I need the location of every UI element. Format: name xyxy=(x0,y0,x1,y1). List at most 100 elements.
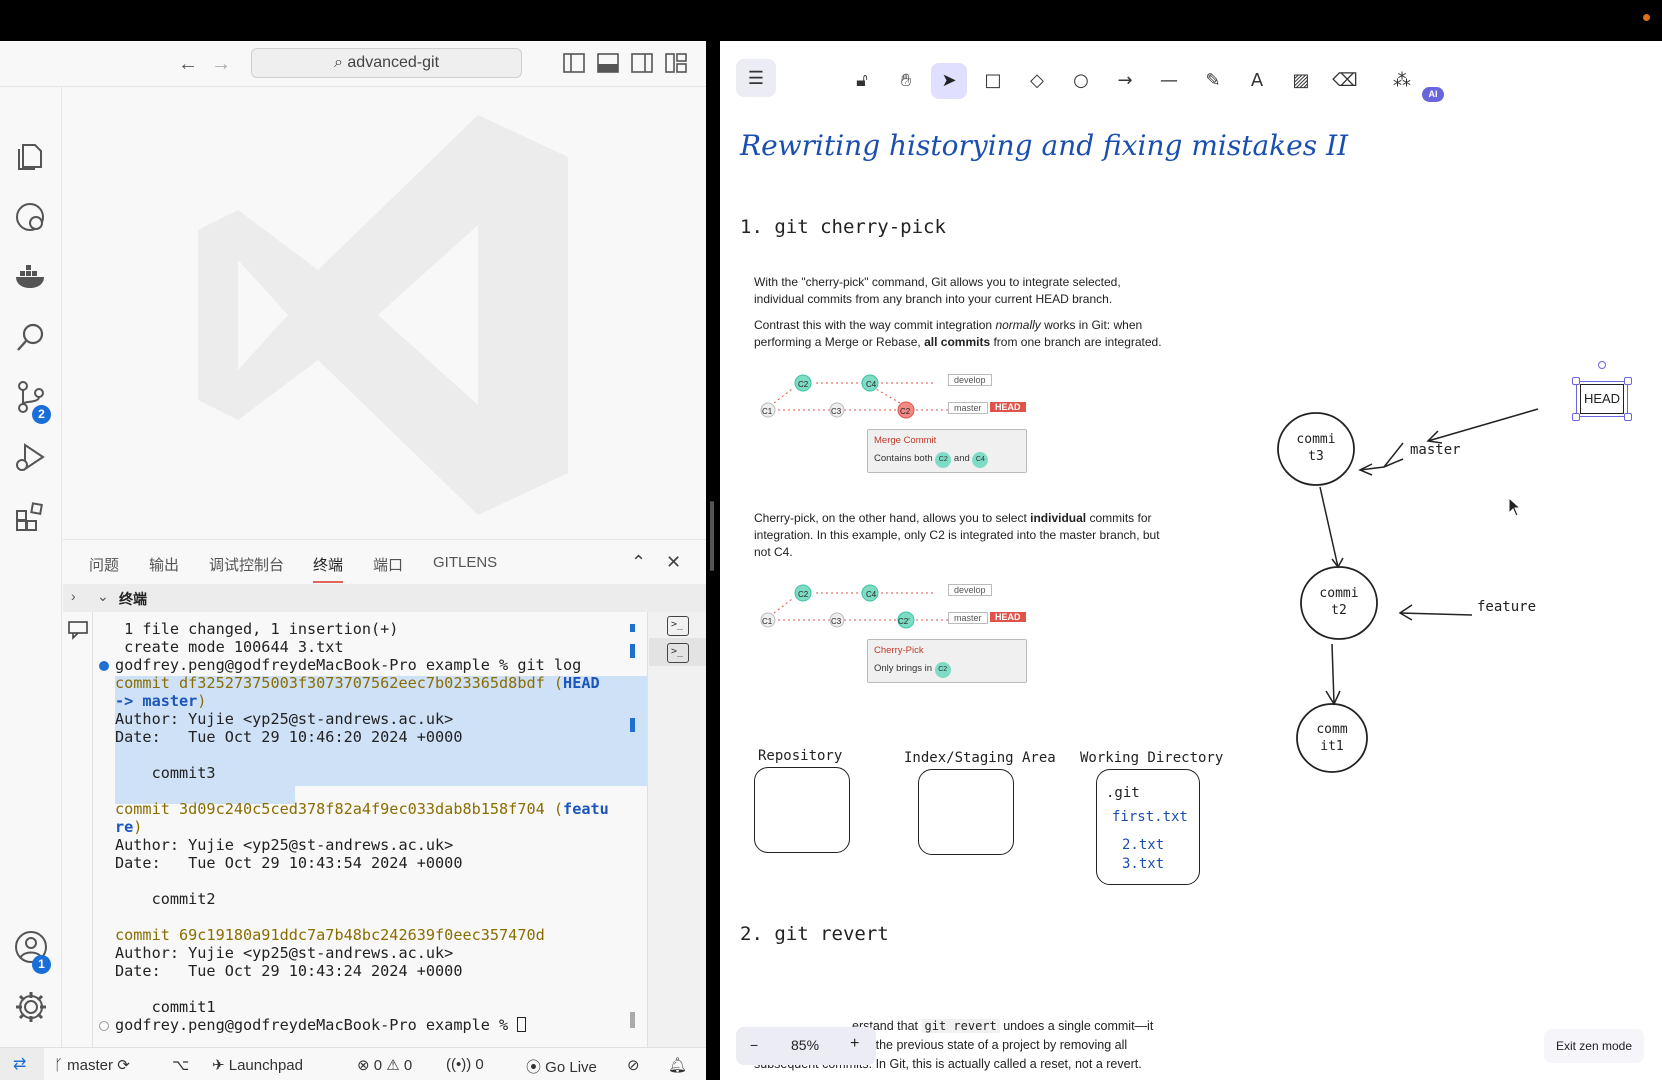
accounts-icon[interactable] xyxy=(13,929,49,965)
tab-gitlens[interactable]: GITLENS xyxy=(433,554,498,571)
index-staging-label[interactable]: Index/Staging Area xyxy=(904,750,1056,766)
resize-handle[interactable] xyxy=(1572,413,1580,421)
notifications-bell-icon[interactable]: 🔔︎ xyxy=(668,1057,688,1074)
head-pointer-box[interactable]: HEAD xyxy=(1580,384,1624,414)
text-tool-icon[interactable]: A xyxy=(1250,70,1264,91)
tab-ports[interactable]: 端口 xyxy=(373,557,404,574)
resize-handle[interactable] xyxy=(1624,413,1632,421)
zoom-level[interactable]: 85% xyxy=(791,1037,820,1053)
maximize-panel-icon[interactable]: ⌃ xyxy=(631,552,647,572)
toggle-secondary-sidebar-icon[interactable] xyxy=(631,53,653,73)
paragraph-cherry-pick[interactable]: Cherry-pick, on the other hand, allows y… xyxy=(754,511,1160,559)
cherry-pick-graph-diagram[interactable] xyxy=(758,573,1058,643)
launchpad-item[interactable]: ✈ Launchpad xyxy=(212,1057,303,1074)
terminal-instance-icon[interactable]: >_ xyxy=(667,616,689,636)
tab-debug-console[interactable]: 调试控制台 xyxy=(209,557,285,574)
paragraph-contrast[interactable]: Contrast this with the way commit integr… xyxy=(754,318,1162,349)
command-success-dot[interactable] xyxy=(99,661,109,671)
arrow-tool-icon[interactable]: → xyxy=(1117,70,1133,91)
tab-terminal[interactable]: 终端 xyxy=(313,554,344,583)
split-divider[interactable] xyxy=(706,41,720,1080)
run-debug-icon[interactable] xyxy=(13,439,49,475)
file-git[interactable]: .git xyxy=(1106,785,1140,801)
terminal-prompt[interactable]: godfrey.peng@godfreydeMacBook-Pro exampl… xyxy=(115,1016,527,1034)
problems-indicator[interactable]: ⊗ 0 ⚠ 0 xyxy=(357,1057,413,1074)
zoom-out-button[interactable]: − xyxy=(750,1037,759,1053)
more-tools-icon[interactable]: ⁂ xyxy=(1393,70,1411,91)
lock-tool-icon[interactable]: 🔓︎ xyxy=(856,70,868,91)
gitlens-icon[interactable]: ⌥ xyxy=(172,1057,190,1074)
docker-icon[interactable] xyxy=(13,259,49,295)
rotate-handle[interactable] xyxy=(1598,361,1606,369)
back-arrow-icon[interactable]: ← xyxy=(178,53,198,75)
command-pending-dot[interactable] xyxy=(99,1021,109,1031)
paragraph-intro[interactable]: With the "cherry-pick" command, Git allo… xyxy=(754,275,1121,306)
repository-label[interactable]: Repository xyxy=(758,748,843,764)
toggle-sidebar-icon[interactable] xyxy=(563,53,585,73)
selection-highlight-tail xyxy=(115,786,295,804)
forward-arrow-icon[interactable]: → xyxy=(211,53,231,75)
chat-icon[interactable] xyxy=(67,620,89,640)
customize-layout-icon[interactable] xyxy=(665,53,687,73)
settings-gear-icon[interactable] xyxy=(13,989,49,1025)
selection-tool-icon[interactable]: ➤ xyxy=(931,63,967,99)
feature-pointer-label[interactable]: feature xyxy=(1477,599,1537,615)
chevron-right-icon[interactable]: › xyxy=(71,588,76,604)
close-panel-icon[interactable]: ✕ xyxy=(666,552,682,572)
page-title[interactable]: Rewriting historying and fixing mistakes… xyxy=(740,129,1349,162)
extensions-icon[interactable] xyxy=(13,499,49,535)
node-c2-prime-label: C2' xyxy=(898,617,910,626)
vscode-window: ← → ⌕ advanced-git 2 1 xyxy=(0,41,706,1080)
excalidraw-canvas[interactable]: ☰ 🔓︎ ✋︎ ➤ □ ◇ ○ → — ✎ A ▨ ⌫ ⁂ AI Rewriti… xyxy=(720,41,1662,1080)
node-c3-label: C3 xyxy=(831,407,842,416)
eraser-tool-icon[interactable]: ⌫ xyxy=(1332,70,1358,91)
working-directory-box[interactable] xyxy=(1096,769,1200,885)
remote-explorer-icon[interactable] xyxy=(13,199,49,235)
line-tool-icon[interactable]: — xyxy=(1160,70,1178,91)
diamond-tool-icon[interactable]: ◇ xyxy=(1030,70,1044,91)
staging-area-box[interactable] xyxy=(918,769,1014,855)
terminal-output[interactable]: 1 file changed, 1 insertion(+) create mo… xyxy=(93,612,647,1048)
zoom-in-button[interactable]: + xyxy=(850,1035,860,1052)
working-directory-label[interactable]: Working Directory xyxy=(1080,750,1224,766)
source-control-icon[interactable] xyxy=(13,379,49,415)
search-icon[interactable] xyxy=(13,319,49,355)
image-tool-icon[interactable]: ▨ xyxy=(1292,70,1310,91)
section-heading-revert[interactable]: 2. git revert xyxy=(740,923,889,945)
exit-zen-mode-button[interactable]: Exit zen mode xyxy=(1544,1029,1644,1063)
tab-problems[interactable]: 问题 xyxy=(89,557,120,574)
explorer-icon[interactable] xyxy=(13,137,49,173)
file-first[interactable]: first.txt xyxy=(1112,809,1188,825)
main-menu-button[interactable]: ☰ xyxy=(736,59,776,97)
callout-title: Merge Commit xyxy=(874,435,937,446)
divider-grip[interactable] xyxy=(710,501,714,571)
chevron-down-icon[interactable]: ⌄ xyxy=(97,588,109,604)
file-3[interactable]: 3.txt xyxy=(1122,856,1165,872)
copilot-disabled-icon[interactable]: ⊘ xyxy=(627,1057,640,1074)
develop-label: develop xyxy=(948,374,992,386)
terminal-instance-icon[interactable]: >_ xyxy=(667,643,689,663)
remote-indicator[interactable]: ⇄ xyxy=(0,1048,44,1080)
tab-output[interactable]: 输出 xyxy=(149,557,180,574)
commit-graph-drawing[interactable] xyxy=(1260,371,1660,811)
pencil-tool-icon[interactable]: ✎ xyxy=(1205,70,1221,91)
scrollbar-thumb[interactable] xyxy=(630,1012,635,1028)
rectangle-tool-icon[interactable]: □ xyxy=(984,70,1002,91)
merge-graph-diagram[interactable] xyxy=(758,363,1058,433)
resize-handle[interactable] xyxy=(1572,377,1580,385)
hand-tool-icon[interactable]: ✋︎ xyxy=(900,70,912,91)
section-heading-cherry-pick[interactable]: 1. git cherry-pick xyxy=(740,216,946,238)
repository-box[interactable] xyxy=(754,767,850,853)
branch-indicator[interactable]: ᚴ master ⟳ xyxy=(54,1057,130,1074)
ellipse-tool-icon[interactable]: ○ xyxy=(1073,70,1089,91)
file-2[interactable]: 2.txt xyxy=(1122,837,1165,853)
ports-indicator[interactable]: ((•)) 0 xyxy=(446,1056,484,1073)
master-pointer-label[interactable]: master xyxy=(1410,442,1461,458)
go-live-button[interactable]: ⦿ Go Live xyxy=(526,1059,597,1076)
command-center-search[interactable]: ⌕ advanced-git xyxy=(251,48,522,78)
toggle-panel-icon[interactable] xyxy=(597,53,619,73)
resize-handle[interactable] xyxy=(1624,377,1632,385)
